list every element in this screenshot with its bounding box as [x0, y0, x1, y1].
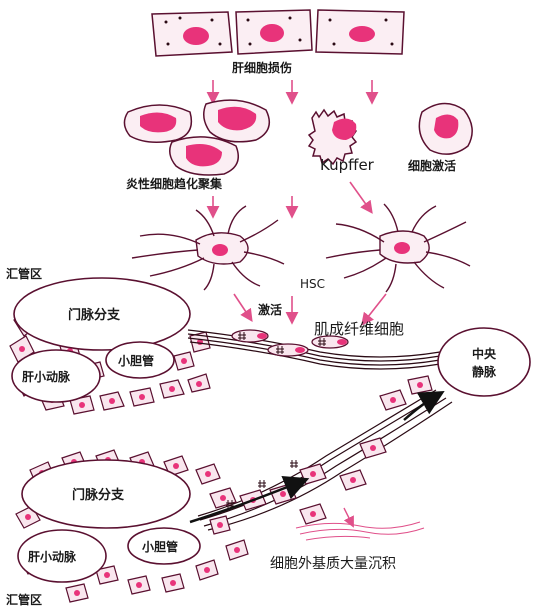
kupffer-nuclei — [332, 114, 459, 140]
portal-tissue-bottom-nuclei — [25, 457, 240, 596]
central-vein — [437, 327, 531, 397]
portal-vein-top-label: 门脉分支 — [68, 307, 121, 323]
kupffer-activation-label: 细胞激活 — [408, 158, 456, 173]
inflammatory-nuclei — [140, 106, 257, 167]
portal-vein-bottom-label: 门脉分支 — [72, 487, 125, 503]
arrows-row2 — [206, 181, 373, 219]
portal-area-label: 汇管区 — [6, 266, 42, 281]
portal-vein-top — [13, 277, 191, 351]
fibrosis-arrow-lower — [189, 475, 310, 524]
hepatic-artery-bottom-label: 肝小动脉 — [28, 549, 77, 564]
myofibroblast-label: 肌成纤维细胞 — [314, 320, 404, 338]
fiber-septum-top — [187, 329, 441, 370]
bile-duct-top-label: 小胆管 — [118, 353, 154, 368]
arrows-row1 — [206, 80, 379, 105]
ecm-label: 细胞外基质大量沉积 — [270, 555, 396, 572]
myofibroblast-marks-top — [238, 332, 326, 354]
activation-label: 激活 — [258, 302, 282, 317]
hsc-nuclei — [212, 242, 410, 256]
portal-area-bottom-label: 汇管区 — [6, 592, 42, 607]
diagonal-marks — [226, 460, 298, 508]
kupffer-label: Kupffer — [320, 156, 375, 174]
hepatocyte-injury-label: 肝细胞损伤 — [232, 60, 292, 75]
inflammatory-label: 炎性细胞趋化聚集 — [126, 176, 223, 191]
fibrosis-arrow-upper — [403, 391, 445, 421]
central-vein-label-2: 静脉 — [472, 364, 497, 379]
hepatic-artery-bottom — [17, 529, 107, 583]
arrows-activation — [233, 293, 387, 326]
hsc-cell — [131, 205, 285, 291]
central-vein-label-1: 中央 — [472, 346, 497, 361]
hepatic-artery-top — [11, 349, 101, 403]
bile-duct-top — [105, 341, 175, 379]
ecm-fibers — [295, 521, 425, 541]
hsc-label: HSC — [300, 277, 325, 291]
bile-duct-bottom-label: 小胆管 — [142, 539, 178, 554]
myofibroblast-nuclei-top — [257, 333, 347, 353]
hepatic-artery-top-label: 肝小动脉 — [22, 369, 71, 384]
diagonal-cells — [209, 375, 433, 525]
portal-vein-bottom — [21, 459, 191, 529]
hepatocyte-dots — [164, 16, 394, 46]
bile-duct-bottom — [127, 527, 201, 565]
fiber-septum-diagonal — [197, 389, 453, 531]
ecm-arrow — [343, 507, 354, 528]
hepatocyte-nuclei — [183, 24, 375, 45]
